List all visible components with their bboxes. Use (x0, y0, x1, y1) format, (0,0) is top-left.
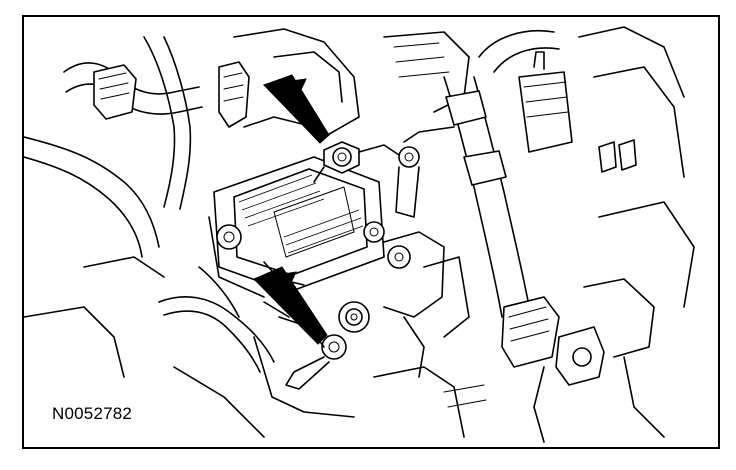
upper-callout-arrow (262, 74, 330, 144)
upper-engine-block (233, 28, 470, 138)
right-lower-connectors (501, 201, 695, 443)
lower-bolt (263, 301, 370, 390)
lower-bracket (383, 231, 470, 338)
figure-id-label: N0052782 (52, 404, 133, 423)
figure-frame: N0052782 (22, 15, 720, 449)
lower-structure (24, 256, 487, 438)
right-upper-components (518, 26, 685, 178)
control-module (208, 156, 385, 298)
left-hose-assembly (24, 36, 250, 258)
engine-bay-illustration (24, 26, 695, 443)
upper-bolt (313, 141, 400, 183)
lower-callout-arrow (252, 266, 328, 345)
right-hose (403, 29, 560, 323)
module-bolt (395, 146, 420, 218)
wiring-harness-left (158, 266, 355, 418)
